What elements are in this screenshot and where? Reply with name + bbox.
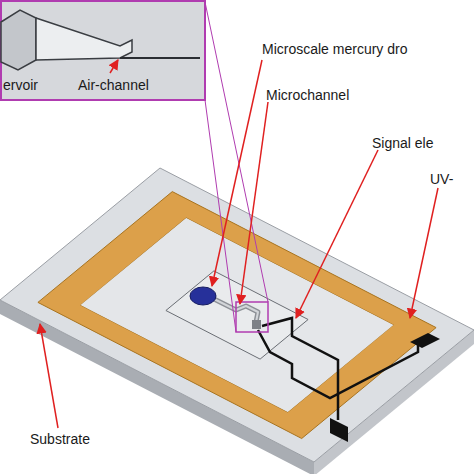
reservoir [252,320,261,329]
electrode-pad [410,333,440,348]
leader-arrow [240,102,268,304]
inset-panel [1,1,205,100]
signal-electrode [262,318,338,420]
part-label: Substrate [30,432,90,447]
electrode-pad [330,418,348,442]
mercury-drop [190,287,216,305]
inset-channel-wall [36,18,132,60]
part-label: Microchannel [266,88,349,103]
part-label: Signal ele [372,136,434,151]
part-label: UV- [430,172,453,187]
zoom-box [236,302,268,332]
cover-layer [81,218,394,412]
zoom-line [205,100,236,332]
uv-frame [38,192,436,439]
zoom-line [205,2,268,302]
signal-electrode [258,330,418,398]
part-label: Microscale mercury dro [262,42,407,57]
leader-arrow [296,150,378,318]
leader-arrow [40,324,58,428]
leader-arrow [410,188,438,318]
inset-air-channel [120,57,200,59]
part-label: Air-channel [78,78,149,93]
leader-arrow [212,60,262,286]
inset-reservoir [1,10,36,70]
chip-outline [166,271,308,359]
part-label: ervoir [3,78,38,93]
leader-arrow [110,60,118,73]
substrate-top [0,168,474,462]
